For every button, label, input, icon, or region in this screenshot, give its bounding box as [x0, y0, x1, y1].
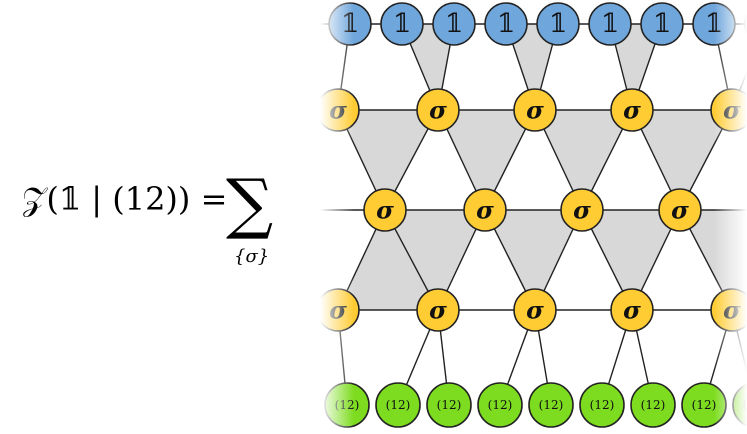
sigma-node-circle	[363, 188, 407, 232]
identity-node-label: 𝟙	[393, 9, 411, 39]
swap-node-label: (12)	[386, 398, 411, 412]
swap-node-circle	[375, 382, 421, 428]
sigma-node: σ	[610, 88, 654, 132]
identity-node-circle	[640, 2, 684, 46]
sigma-node: σ	[416, 288, 460, 332]
sigma-node: σ	[463, 188, 507, 232]
sigma-node-label: σ	[376, 196, 394, 225]
identity-node: 𝟙	[484, 2, 528, 46]
left-fade	[320, 0, 354, 434]
identity-node-label: 𝟙	[445, 9, 463, 39]
shade-band1	[535, 110, 632, 210]
sigma-node-circle	[610, 88, 654, 132]
sigma-node-circle	[560, 188, 604, 232]
swap-node-label: (12)	[437, 398, 462, 412]
identity-node: 𝟙	[380, 2, 424, 46]
lattice: 𝟙𝟙𝟙𝟙𝟙𝟙𝟙𝟙𝟙σσσσσσσσσσσσσσ(12)(12)(12)(12)(…	[320, 0, 747, 434]
identity-node-label: 𝟙	[549, 9, 567, 39]
sigma-node-label: σ	[429, 96, 447, 125]
equation-lhs: 𝒵(𝟙 | (12)) =	[22, 180, 227, 218]
swap-node: (12)	[375, 382, 421, 428]
sigma-node-label: σ	[526, 96, 544, 125]
swap-node: (12)	[630, 382, 676, 428]
swap-node: (12)	[426, 382, 472, 428]
shade-top	[506, 24, 558, 110]
sigma-node-circle	[463, 188, 507, 232]
swap-node-label: (12)	[641, 398, 666, 412]
shaded-plaquettes	[338, 24, 747, 310]
sigma-node-circle	[513, 88, 557, 132]
shade-band1	[438, 110, 535, 210]
sigma-node-circle	[416, 288, 460, 332]
sigma-node: σ	[610, 288, 654, 332]
sigma-node-circle	[658, 188, 702, 232]
identity-node: 𝟙	[640, 2, 684, 46]
shade-top	[610, 24, 662, 110]
shade-band2	[582, 210, 680, 310]
sigma-node-label: σ	[526, 296, 544, 325]
identity-node-label: 𝟙	[601, 9, 619, 39]
identity-node-circle	[536, 2, 580, 46]
sigma-node-circle	[513, 288, 557, 332]
identity-node-label: 𝟙	[497, 9, 515, 39]
swap-node: (12)	[579, 382, 625, 428]
sigma-node: σ	[363, 188, 407, 232]
identity-node-circle	[380, 2, 424, 46]
sigma-node-label: σ	[476, 196, 494, 225]
sigma-node-label: σ	[429, 296, 447, 325]
sigma-node-circle	[416, 88, 460, 132]
sigma-node-circle	[610, 288, 654, 332]
swap-node-label: (12)	[488, 398, 513, 412]
swap-node-circle	[630, 382, 676, 428]
sum-symbol: ∑	[226, 165, 273, 242]
swap-node-circle	[528, 382, 574, 428]
swap-node-circle	[477, 382, 523, 428]
identity-node-label: 𝟙	[653, 9, 671, 39]
shade-band2	[338, 210, 438, 310]
shade-band2	[385, 210, 485, 310]
swap-node: (12)	[477, 382, 523, 428]
shade-band2	[485, 210, 582, 310]
swap-node: (12)	[528, 382, 574, 428]
sigma-node: σ	[658, 188, 702, 232]
equation: 𝒵(𝟙 | (12)) = ∑ {σ}	[22, 165, 273, 267]
sigma-node-label: σ	[623, 96, 641, 125]
lattice-nodes: 𝟙𝟙𝟙𝟙𝟙𝟙𝟙𝟙𝟙σσσσσσσσσσσσσσ(12)(12)(12)(12)(…	[320, 2, 747, 428]
right-fade	[714, 0, 747, 434]
sigma-node: σ	[560, 188, 604, 232]
shade-band1	[338, 110, 438, 210]
swap-node-circle	[579, 382, 625, 428]
sigma-node-label: σ	[671, 196, 689, 225]
identity-node-circle	[484, 2, 528, 46]
swap-node-circle	[426, 382, 472, 428]
sigma-node-label: σ	[623, 296, 641, 325]
swap-node-label: (12)	[692, 398, 717, 412]
sigma-node-label: σ	[573, 196, 591, 225]
swap-node-label: (12)	[539, 398, 564, 412]
sigma-node: σ	[513, 88, 557, 132]
identity-node: 𝟙	[536, 2, 580, 46]
identity-node-circle	[432, 2, 476, 46]
identity-node: 𝟙	[588, 2, 632, 46]
swap-node-label: (12)	[590, 398, 615, 412]
shade-band1	[632, 110, 732, 210]
identity-node-circle	[588, 2, 632, 46]
sigma-node: σ	[513, 288, 557, 332]
sum-subscript: {σ}	[234, 246, 269, 267]
identity-node: 𝟙	[432, 2, 476, 46]
sigma-node: σ	[416, 88, 460, 132]
